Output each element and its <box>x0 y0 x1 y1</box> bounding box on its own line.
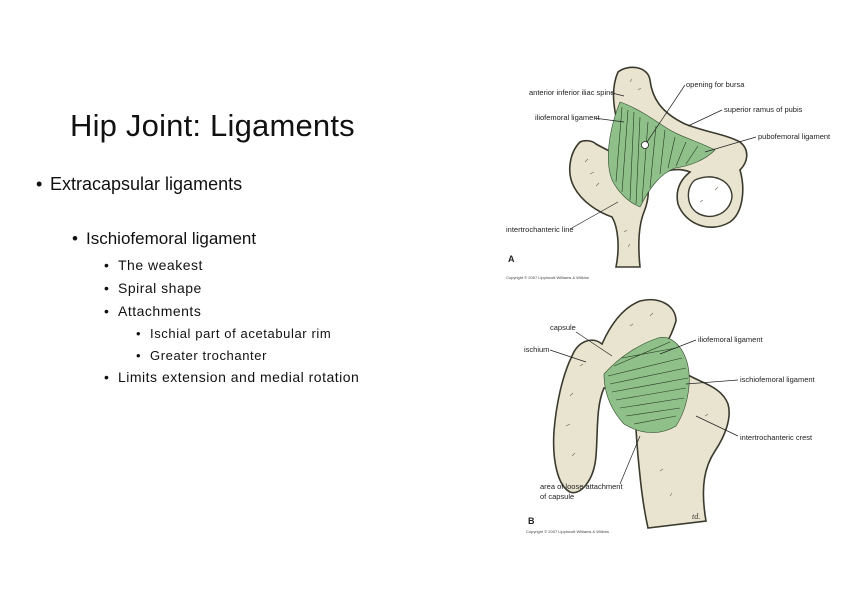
leader-line <box>549 349 587 363</box>
leader-line <box>593 117 625 123</box>
leader-line <box>619 435 641 485</box>
hip-posterior-illustration: capsule ischium iliofemoral ligament isc… <box>524 299 816 534</box>
bullet-weakest: • The weakest <box>104 257 203 273</box>
bone-texture <box>584 78 719 248</box>
bullet-ischial-rim: • Ischial part of acetabular rim <box>136 326 331 341</box>
ligament-fibers <box>615 106 699 205</box>
label-loose-attachment-1: area of loose attachment <box>540 482 623 491</box>
bullet-dot: • <box>104 257 110 273</box>
figure-a-copyright: Copyright © 2007 Lippincott Williams & W… <box>506 275 589 280</box>
label-intertrochanteric-crest: intertrochanteric crest <box>740 433 813 442</box>
illustrator-signature: td. <box>692 512 700 521</box>
bursa-opening <box>641 141 649 149</box>
bullet-dot: • <box>136 326 142 341</box>
bullet-label: Greater trochanter <box>150 348 268 363</box>
bullet-label: Limits extension and medial rotation <box>118 369 360 385</box>
obturator-foramen <box>687 176 733 217</box>
slide-title: Hip Joint: Ligaments <box>70 108 355 143</box>
leader-line <box>685 379 739 385</box>
ligament-fibers <box>607 341 689 425</box>
bullet-dot: • <box>36 174 43 194</box>
leader-line <box>569 201 619 230</box>
leader-line <box>575 331 613 357</box>
bullet-label: Ischiofemoral ligament <box>86 229 257 248</box>
bullet-dot: • <box>104 303 110 319</box>
label-bursa: opening for bursa <box>686 80 745 89</box>
label-pubofemoral: pubofemoral ligament <box>758 132 831 141</box>
leader-line <box>659 339 697 355</box>
bullet-dot: • <box>104 280 110 296</box>
label-intertrochanteric-line: intertrochanteric line <box>506 225 574 234</box>
figure-a-letter: A <box>508 254 515 264</box>
bullet-greater-trochanter: • Greater trochanter <box>136 348 267 363</box>
leader-line <box>695 415 739 437</box>
label-ischiofemoral: ischiofemoral ligament <box>740 375 816 384</box>
bullet-label: The weakest <box>118 257 203 273</box>
bullet-dot: • <box>72 229 78 248</box>
leader-line <box>611 92 625 97</box>
label-capsule: capsule <box>550 323 576 332</box>
bullet-spiral: • Spiral shape <box>104 280 202 296</box>
bullet-label: Attachments <box>118 303 202 319</box>
figure-b-letter: B <box>528 516 535 526</box>
label-loose-attachment-2: of capsule <box>540 492 574 501</box>
leader-line <box>646 84 686 143</box>
label-aiis: anterior inferior iliac spine <box>529 88 614 97</box>
figure-b-copyright: Copyright © 2007 Lippincott Williams & W… <box>526 529 609 534</box>
bullet-label: Spiral shape <box>118 280 202 296</box>
label-iliofemoral: iliofemoral ligament <box>698 335 764 344</box>
label-iliofemoral: iliofemoral ligament <box>535 113 601 122</box>
leader-line <box>687 109 723 127</box>
bullet-label: Extracapsular ligaments <box>50 174 243 194</box>
bullet-attachments: • Attachments <box>104 303 201 319</box>
leader-line <box>704 136 757 153</box>
iliofemoral-pubofemoral-ligaments <box>608 101 716 208</box>
bullet-label: Ischial part of acetabular rim <box>150 326 332 341</box>
label-ischium: ischium <box>524 345 549 354</box>
label-superior-ramus: superior ramus of pubis <box>724 105 803 114</box>
bone-texture <box>565 312 709 497</box>
bullet-limits: • Limits extension and medial rotation <box>104 369 359 385</box>
bullet-dot: • <box>136 348 142 363</box>
bullet-ischiofemoral: • Ischiofemoral ligament <box>72 229 256 249</box>
bullet-extracapsular: • Extracapsular ligaments <box>36 174 242 195</box>
hip-anterior-illustration: anterior inferior iliac spine opening fo… <box>506 66 831 280</box>
bullet-dot: • <box>104 369 110 385</box>
